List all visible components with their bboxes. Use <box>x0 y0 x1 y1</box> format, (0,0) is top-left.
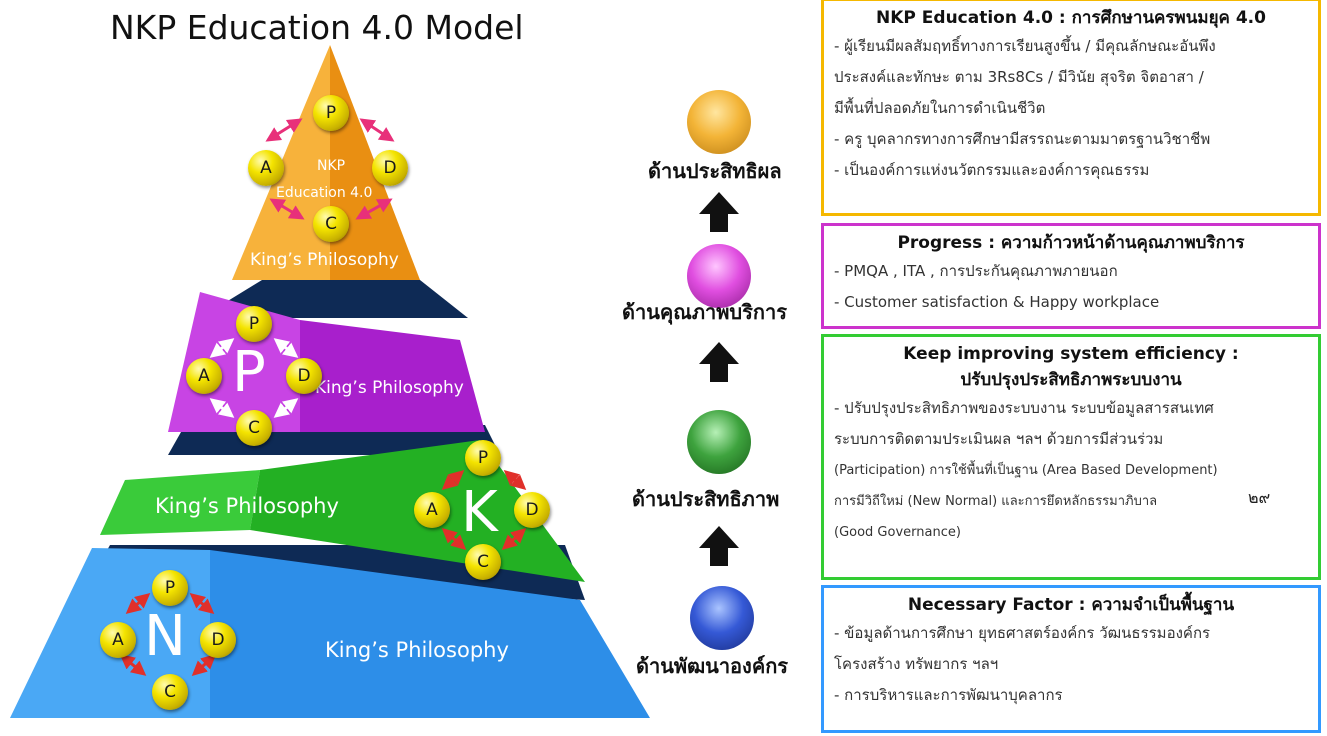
p-arrow-2 <box>273 338 299 358</box>
box-nkp-education: NKP Education 4.0 : การศึกษานครพนมยุค 4.… <box>821 0 1321 216</box>
efficiency-sphere <box>687 410 751 474</box>
efficiency-label: ด้านประสิทธิภาพ <box>632 487 780 511</box>
p-tier-letter: P <box>232 340 266 405</box>
n-arrow-3 <box>119 654 147 676</box>
box-progress-line-1: - PMQA , ITA , การประกันคุณภาพภายนอก <box>834 262 1118 280</box>
service-label: ด้านคุณภาพบริการ <box>622 300 787 324</box>
pdca-ball-p-ktier: P <box>465 440 501 476</box>
n-arrow-2 <box>189 593 215 614</box>
top-center-line1: NKP <box>317 158 346 174</box>
p-arrow-1 <box>209 338 235 358</box>
k-arrow-2 <box>503 470 527 490</box>
box-keep-line-3: (Participation) การใช้พื้นที่เป็นฐาน (Ar… <box>834 463 1218 478</box>
box-keep-improving: Keep improving system efficiency : ปรับป… <box>821 334 1321 580</box>
n-arrow-4 <box>191 653 217 677</box>
top-philosophy-label: King’s Philosophy <box>250 250 399 270</box>
box-progress-line-2: - Customer satisfaction & Happy workplac… <box>834 293 1160 311</box>
k-tier-philosophy: King’s Philosophy <box>155 494 339 518</box>
k-tier-letter: K <box>461 480 498 545</box>
box-keep-line-5: (Good Governance) <box>834 525 961 540</box>
box-necessary-line-3: - การบริหารและการพัฒนาบุคลากร <box>834 686 1063 704</box>
n-tier-letter: N <box>144 604 186 669</box>
box-nkp-line-2: ประสงค์และทักษะ ตาม 3Rs8Cs / มีวินัย สุจ… <box>834 68 1204 86</box>
pdca-ball-c-ntier: C <box>152 674 188 710</box>
pdca-arrow-bottom-right <box>355 198 393 220</box>
up-arrow-2 <box>699 342 739 382</box>
pdca-arrow-top-left <box>265 118 303 142</box>
k-arrow-1 <box>441 470 465 490</box>
box-nkp-line-5: - เป็นองค์การแห่งนวัตกรรมและองค์การคุณธร… <box>834 161 1150 179</box>
p-arrow-3 <box>209 398 235 418</box>
box-nkp-title: NKP Education 4.0 : การศึกษานครพนมยุค 4.… <box>876 8 1266 28</box>
effectiveness-label: ด้านประสิทธิผล <box>648 159 782 183</box>
pdca-ball-a-top: A <box>248 150 284 186</box>
up-arrow-1 <box>699 192 739 232</box>
box-nkp-line-1: - ผู้เรียนมีผลสัมฤทธิ์ทางการเรียนสูงขึ้น… <box>834 37 1216 55</box>
box-keep-line-4: การมีวิถีใหม่ (New Normal) และการยึดหลัก… <box>834 494 1158 509</box>
box-nkp-line-3: มีพื้นที่ปลอดภัยในการดำเนินชีวิต <box>834 99 1046 117</box>
pdca-ball-p-top: P <box>313 95 349 131</box>
p-arrow-4 <box>273 398 299 418</box>
p-tier-philosophy: King’s Philosophy <box>315 378 464 398</box>
pdca-ball-a-ptier: A <box>186 358 222 394</box>
tier-n-right <box>210 550 650 718</box>
diagram-title: NKP Education 4.0 Model <box>110 8 524 47</box>
service-sphere <box>687 244 751 308</box>
box-necessary-line-1: - ข้อมูลด้านการศึกษา ยุทธศาสตร์องค์กร วั… <box>834 624 1211 642</box>
box-keep-line-1: - ปรับปรุงประสิทธิภาพของระบบงาน ระบบข้อม… <box>834 399 1214 417</box>
box-keep-title-2: ปรับปรุงประสิทธิภาพระบบงาน <box>960 370 1182 390</box>
pdca-ball-a-ktier: A <box>414 492 450 528</box>
box-necessary-factor: Necessary Factor : ความจำเป็นพื้นฐาน - ข… <box>821 585 1321 733</box>
tier-p-right <box>300 320 485 432</box>
pdca-ball-c-top: C <box>313 206 349 242</box>
page-number-stamp: ๒๙ <box>1248 488 1271 507</box>
box-nkp-line-4: - ครู บุคลากรทางการศึกษามีสรรถนะตามมาตรฐ… <box>834 130 1211 148</box>
n-tier-philosophy: King’s Philosophy <box>325 638 509 662</box>
pdca-ball-p-ptier: P <box>236 306 272 342</box>
pdca-ball-d-ktier: D <box>514 492 550 528</box>
box-keep-line-2: ระบบการติดตามประเมินผล ฯลฯ ด้วยการมีส่วน… <box>834 430 1164 448</box>
pdca-ball-d-top: D <box>372 150 408 186</box>
box-necessary-line-2: โครงสร้าง ทรัพยากร ฯลฯ <box>834 655 999 673</box>
up-arrow-3 <box>699 526 739 566</box>
gap-1 <box>200 280 468 318</box>
pdca-ball-c-ptier: C <box>236 410 272 446</box>
pdca-ball-c-ktier: C <box>465 544 501 580</box>
box-progress-title: Progress : ความก้าวหน้าด้านคุณภาพบริการ <box>897 233 1245 253</box>
pdca-arrow-bottom-left <box>269 198 305 220</box>
tier-k-left <box>100 470 260 535</box>
box-progress: Progress : ความก้าวหน้าด้านคุณภาพบริการ … <box>821 223 1321 329</box>
box-necessary-title: Necessary Factor : ความจำเป็นพื้นฐาน <box>907 595 1235 615</box>
organization-label: ด้านพัฒนาองค์กร <box>636 654 789 678</box>
n-arrow-1 <box>125 593 151 614</box>
k-arrow-3 <box>441 527 467 551</box>
organization-sphere <box>690 586 754 650</box>
box-keep-title-1: Keep improving system efficiency : <box>903 344 1239 364</box>
pdca-ball-p-ntier: P <box>152 570 188 606</box>
pdca-ball-d-ptier: D <box>286 358 322 394</box>
effectiveness-sphere <box>687 90 751 154</box>
pdca-ball-a-ntier: A <box>100 622 136 658</box>
pdca-arrow-top-right <box>359 118 395 142</box>
pdca-ball-d-ntier: D <box>200 622 236 658</box>
top-center-line2: Education 4.0 <box>276 185 373 201</box>
k-arrow-4 <box>501 527 527 551</box>
